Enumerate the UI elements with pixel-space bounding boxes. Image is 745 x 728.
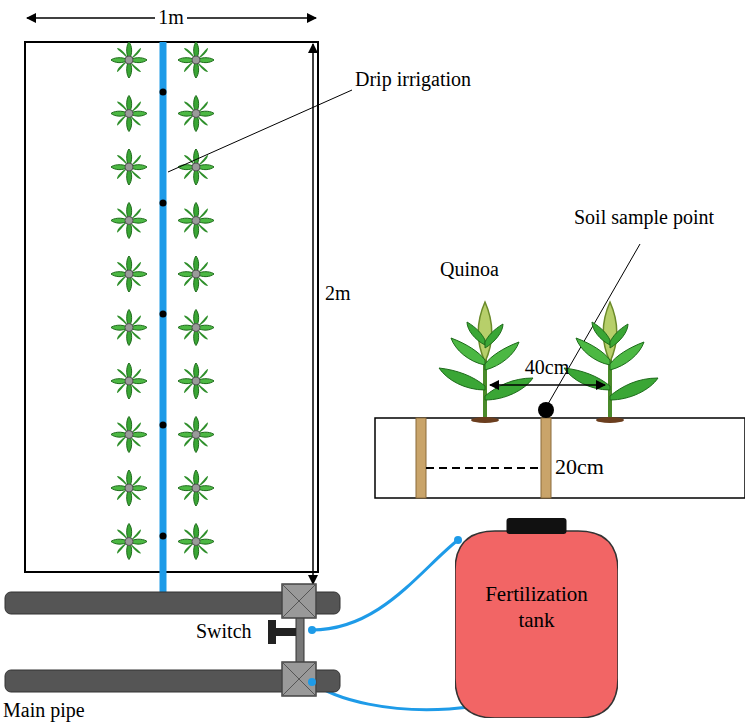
callout-label: Soil sample point xyxy=(574,206,714,229)
part-label: Switch xyxy=(196,620,252,643)
dimension-label: 20cm xyxy=(555,454,604,479)
dimension-label: 2m xyxy=(322,282,354,305)
plant-label: Quinoa xyxy=(440,258,499,281)
tank-label: Fertilization tank xyxy=(469,582,604,632)
part-label: Main pipe xyxy=(3,699,85,722)
dimension-label: 40cm xyxy=(525,356,569,379)
callout-label: Drip irrigation xyxy=(355,68,471,91)
dimension-label: 1m xyxy=(155,6,187,29)
tank-shape: Fertilization tank xyxy=(455,517,618,718)
